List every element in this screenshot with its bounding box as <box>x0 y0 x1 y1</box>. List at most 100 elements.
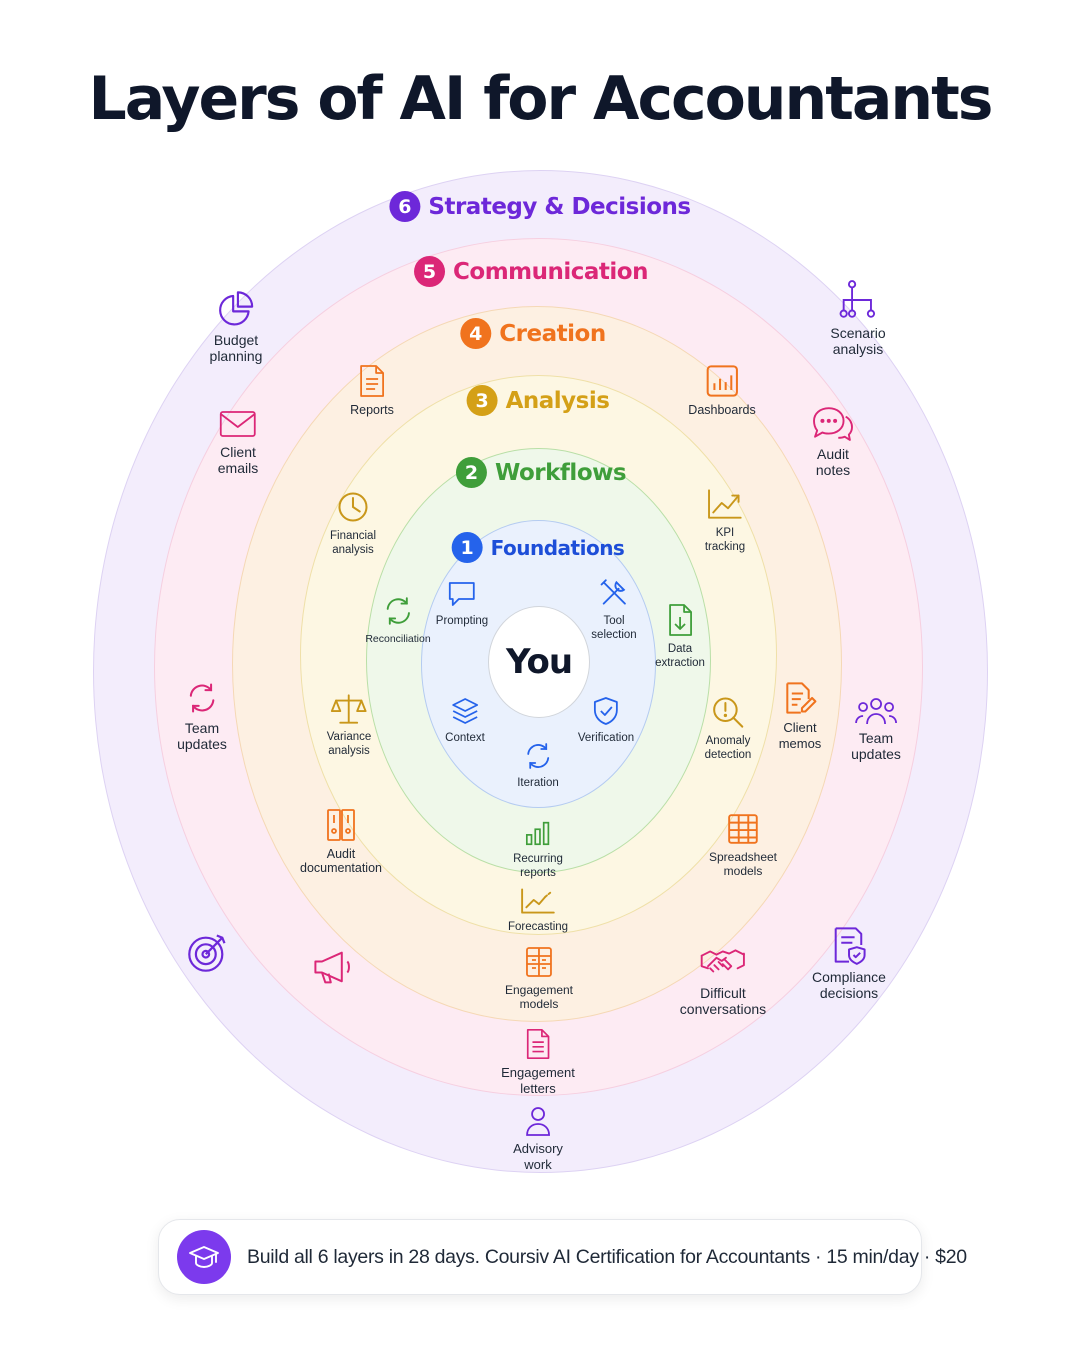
layer-label-communication: 5 Communication <box>414 256 648 287</box>
node-reconciliation: Reconciliation <box>365 594 431 646</box>
speech-bubbles-icon <box>813 407 853 441</box>
node-megaphone <box>311 947 355 987</box>
balance-scale-icon <box>331 694 367 724</box>
envelope-icon <box>220 411 256 437</box>
node-compliance-decisions: Compliance decisions <box>812 925 886 1001</box>
node-engagement-letters: Engagement letters <box>501 1027 575 1097</box>
node-label: Reconciliation <box>365 633 431 645</box>
layer-number-badge: 5 <box>414 256 446 287</box>
node-label: Budget planning <box>209 332 263 364</box>
node-label: Engagement models <box>504 983 574 1011</box>
layer-label-creation: 4 Creation <box>460 318 606 349</box>
node-engagement-models: Engagement models <box>505 945 573 1011</box>
node-spreadsheet-models: Spreadsheet models <box>709 812 777 878</box>
node-verification: Verification <box>578 695 634 745</box>
forecast-chart-icon <box>521 888 555 914</box>
node-label: Reports <box>350 403 394 417</box>
layers-stack-icon <box>452 698 478 724</box>
layer-number-badge: 3 <box>466 385 498 416</box>
node-iteration: Iteration <box>517 740 559 790</box>
file-download-icon <box>669 604 692 636</box>
shield-check-icon <box>594 697 618 725</box>
trend-line-icon <box>708 489 742 519</box>
page-title: Layers of AI for Accountants <box>88 64 993 134</box>
node-label: Forecasting <box>507 921 569 933</box>
node-label: Iteration <box>517 777 559 789</box>
layer-name: Analysis <box>505 387 610 414</box>
node-label: KPI tracking <box>704 527 746 553</box>
refresh-circle-icon <box>189 683 215 713</box>
clock-icon <box>338 492 368 522</box>
node-label: Team updates <box>177 720 227 752</box>
dashboard-icon <box>706 365 738 397</box>
node-label: Recurring reports <box>513 853 563 879</box>
node-label: Audit documentation <box>299 847 383 875</box>
sync-arrows-icon <box>386 597 410 625</box>
layer-name: Creation <box>499 320 606 347</box>
tools-icon <box>600 579 626 605</box>
node-label: Verification <box>577 732 635 744</box>
node-tool-selection: Tool selection <box>591 576 637 642</box>
target-icon <box>188 934 226 972</box>
node-label: Data extraction <box>655 643 705 669</box>
spreadsheet-icon <box>728 814 758 844</box>
handshake-icon <box>700 949 746 973</box>
document-icon <box>360 365 384 397</box>
pie-chart-icon <box>219 291 254 326</box>
node-prompting: Prompting <box>436 578 488 628</box>
node-audit-documentation: Audit documentation <box>300 807 382 875</box>
node-label: Compliance decisions <box>812 969 886 1001</box>
node-target <box>186 930 230 974</box>
node-recurring-reports: Recurring reports <box>513 818 563 880</box>
node-variance-analysis: Variance analysis <box>326 692 372 758</box>
node-client-emails: Client emails <box>218 408 258 476</box>
node-audit-notes: Audit notes <box>809 404 857 478</box>
node-team-updates-left: Team updates <box>177 680 227 752</box>
node-label: Difficult conversations <box>679 985 767 1017</box>
node-label: Financial analysis <box>329 530 377 556</box>
node-reports: Reports <box>350 363 394 417</box>
people-group-icon <box>855 698 897 725</box>
cta-banner[interactable]: Build all 6 layers in 28 days. Coursiv A… <box>158 1219 967 1295</box>
letter-document-icon <box>526 1028 550 1060</box>
refresh-cycle-icon <box>527 743 549 769</box>
branch-flow-icon <box>839 280 875 318</box>
binders-icon <box>327 809 355 841</box>
node-label: Advisory work <box>513 1141 563 1172</box>
layer-label-foundations: 1 Foundations <box>451 532 625 563</box>
node-forecasting: Forecasting <box>508 886 568 934</box>
node-data-extraction: Data extraction <box>655 602 705 670</box>
node-client-memos: Client memos <box>778 680 822 752</box>
node-label: Spreadsheet models <box>708 850 778 878</box>
layer-number-badge: 4 <box>460 318 492 349</box>
layer-label-workflows: 2 Workflows <box>455 457 627 488</box>
node-label: Scenario analysis <box>830 325 886 357</box>
node-label: Anomaly detection <box>704 735 752 761</box>
graduation-cap-icon <box>177 1230 231 1284</box>
node-label: Dashboards <box>688 403 756 417</box>
node-label: Tool selection <box>591 615 637 641</box>
node-label: Team updates <box>851 730 901 762</box>
node-budget-planning: Budget planning <box>209 290 263 364</box>
node-context: Context <box>445 695 485 745</box>
node-label: Audit notes <box>815 446 851 478</box>
node-team-updates-right: Team updates <box>851 696 901 762</box>
ledger-grid-icon <box>526 947 552 977</box>
node-label: Client emails <box>217 444 259 476</box>
node-label: Variance analysis <box>326 731 372 757</box>
person-icon <box>526 1107 550 1136</box>
layer-name: Strategy & Decisions <box>428 193 691 220</box>
layer-number-badge: 6 <box>389 191 421 222</box>
layer-name: Workflows <box>494 459 627 486</box>
layer-number-badge: 2 <box>455 457 487 488</box>
node-kpi-tracking: KPI tracking <box>705 486 745 554</box>
megaphone-icon <box>314 951 350 984</box>
node-difficult-conversations: Difficult conversations <box>680 943 766 1017</box>
layer-number-badge: 1 <box>451 532 483 563</box>
chat-bubble-icon <box>449 582 475 606</box>
node-label: Client memos <box>778 720 822 751</box>
layer-label-analysis: 3 Analysis <box>466 385 610 416</box>
layer-name: Communication <box>453 258 648 285</box>
shield-document-icon <box>834 927 866 965</box>
layer-name: Foundations <box>490 535 625 560</box>
